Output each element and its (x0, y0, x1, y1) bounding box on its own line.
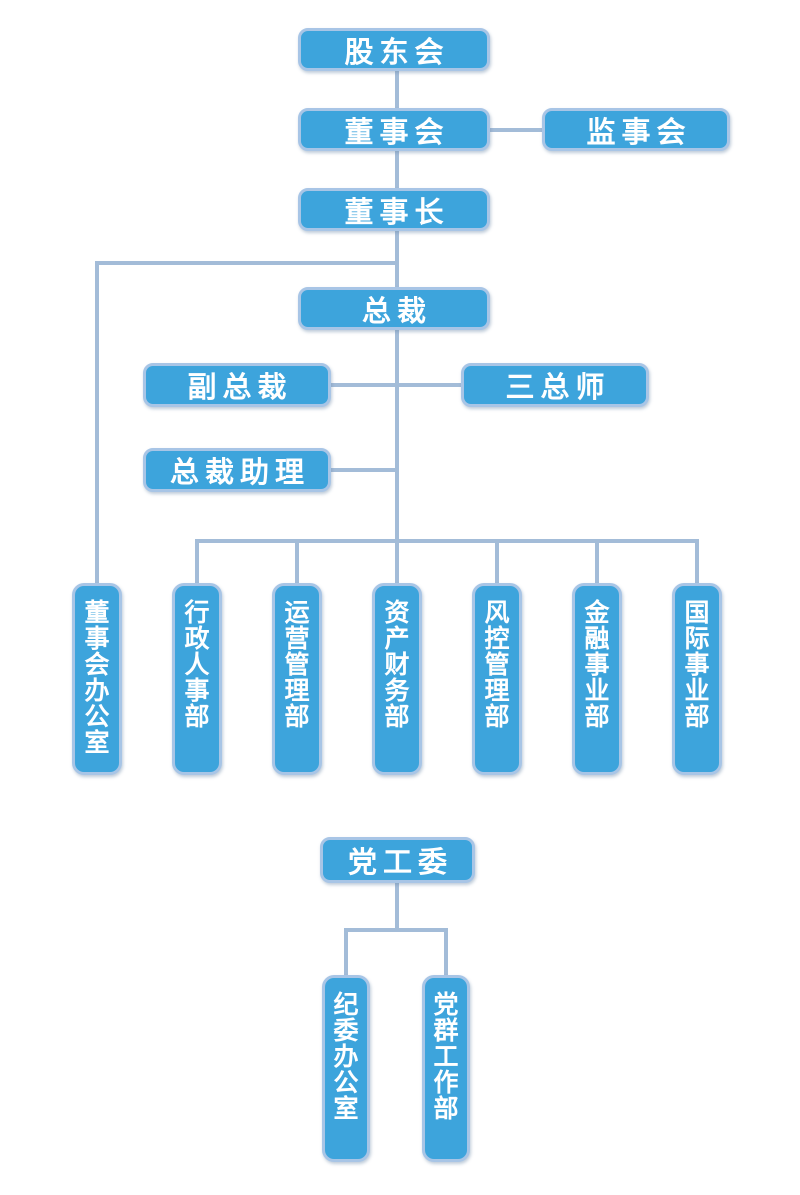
connector-drop-party-mass (444, 928, 448, 975)
connector-president-trunk (395, 330, 399, 583)
node-chairman: 董事长 (298, 188, 490, 231)
node-international-business: 国际事业部 (672, 583, 722, 775)
connector-departments-h (195, 539, 699, 543)
connector-drop-discipline (344, 928, 348, 975)
node-party-mass-work: 党群工作部 (422, 975, 470, 1162)
node-risk-control: 风控管理部 (472, 583, 522, 775)
node-shareholders: 股东会 (298, 28, 490, 71)
connector-board-chairman (395, 151, 399, 188)
connector-drop-operations (295, 539, 299, 583)
connector-chairman-president (395, 231, 399, 287)
node-supervisory: 监事会 (542, 108, 730, 151)
connector-shareholders-board (395, 71, 399, 108)
node-discipline-office: 纪委办公室 (322, 975, 370, 1162)
connector-board-supervisory (490, 128, 542, 132)
connector-drop-admin-hr (195, 539, 199, 583)
node-president-assistant: 总裁助理 (143, 448, 331, 492)
node-financial-business: 金融事业部 (572, 583, 622, 775)
connector-party-h (344, 928, 448, 932)
connector-drop-risk-control (495, 539, 499, 583)
node-vice-president: 副总裁 (143, 363, 331, 407)
connector-vp-chiefs (331, 383, 461, 387)
connector-assistant (331, 468, 397, 472)
node-party-committee: 党工委 (320, 837, 475, 883)
connector-left-branch-h (95, 261, 399, 265)
node-operations: 运营管理部 (272, 583, 322, 775)
node-admin-hr: 行政人事部 (172, 583, 222, 775)
node-asset-finance: 资产财务部 (372, 583, 422, 775)
node-president: 总裁 (298, 287, 490, 330)
node-three-chiefs: 三总师 (461, 363, 649, 407)
connector-drop-financial (595, 539, 599, 583)
connector-left-branch-v (95, 261, 99, 583)
connector-drop-international (695, 539, 699, 583)
connector-party-trunk (395, 883, 399, 928)
node-board: 董事会 (298, 108, 490, 151)
node-board-office: 董事会办公室 (72, 583, 122, 775)
